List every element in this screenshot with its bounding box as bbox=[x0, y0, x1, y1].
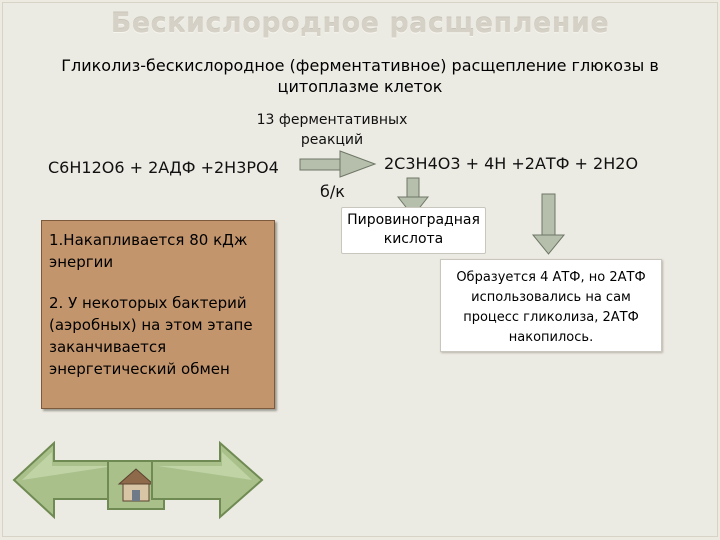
fact-2: 2. У некоторых бактерий (аэробных) на эт… bbox=[49, 294, 253, 378]
equation-right-side: 2С3Н4О3 + 4Н +2АТФ + 2Н2О bbox=[384, 154, 639, 173]
atp-note-box: Образуется 4 АТФ, но 2АТФ использовались… bbox=[440, 259, 662, 352]
facts-box: 1.Накапливается 80 кДж энергии 2. У неко… bbox=[41, 220, 275, 409]
left-arrow-icon bbox=[12, 440, 121, 520]
reaction-count-label: 13 ферментативных реакций bbox=[256, 112, 408, 148]
atp-note-text: Образуется 4 АТФ, но 2АТФ использовались… bbox=[456, 270, 646, 345]
fact-1: 1.Накапливается 80 кДж энергии bbox=[49, 231, 248, 271]
anaerobic-note: б/к bbox=[320, 182, 345, 201]
equation-left-side: С6Н12О6 + 2АДФ +2Н3РО4 bbox=[48, 158, 279, 177]
pyruvic-acid-label: Пировиноградная кислота bbox=[347, 212, 480, 247]
pyruvic-acid-box: Пировиноградная кислота bbox=[341, 207, 486, 254]
home-icon bbox=[117, 468, 155, 502]
slide-subtitle: Гликолиз-бескислородное (ферментативное)… bbox=[61, 56, 659, 96]
down-arrow-atp bbox=[531, 193, 566, 255]
right-arrow-icon bbox=[151, 440, 264, 520]
next-slide-button[interactable] bbox=[148, 440, 264, 520]
down-arrow-pyruvate bbox=[396, 177, 430, 217]
slide-title: Бескислородное расщепление bbox=[110, 8, 610, 39]
reaction-arrow bbox=[299, 150, 377, 178]
